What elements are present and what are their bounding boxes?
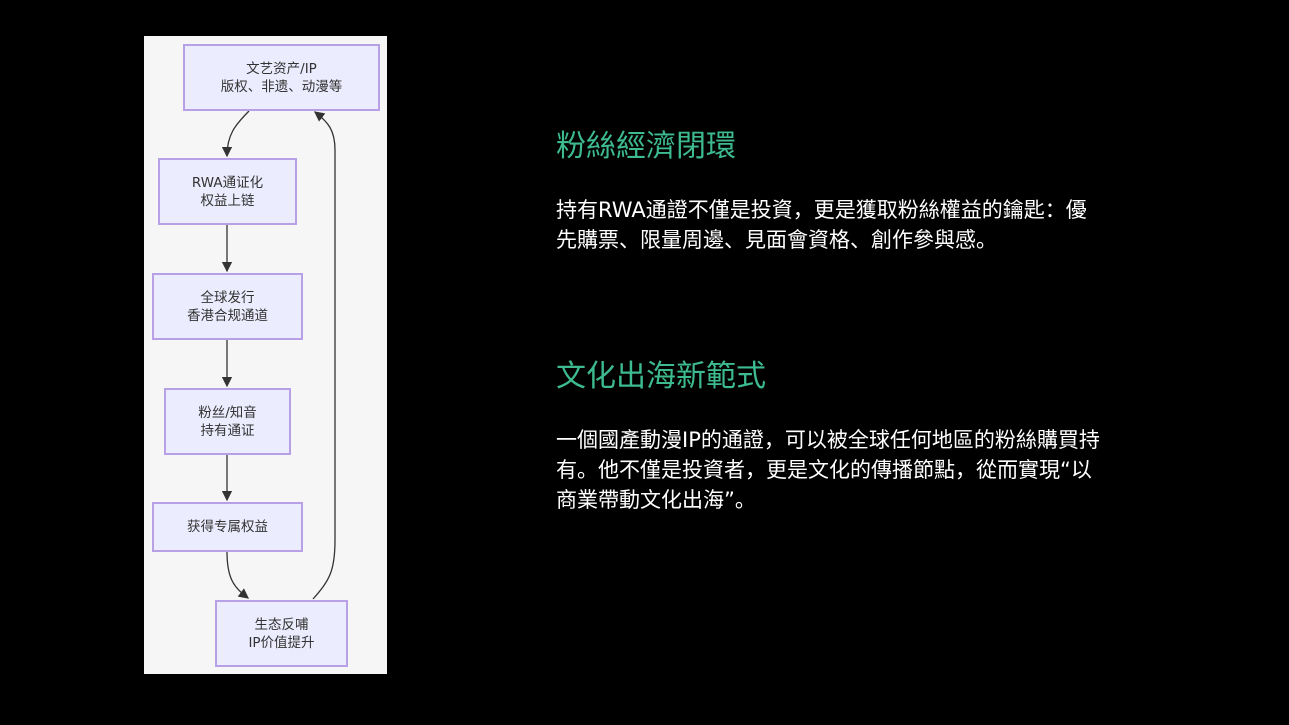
- section-body-fan-economy: 持有RWA通證不僅是投資，更是獲取粉絲權益的鑰匙：優 先購票、限量周邊、見面會資…: [556, 195, 1087, 255]
- node-line: 获得专属权益: [187, 519, 268, 535]
- node-rwa-tokenization: RWA通证化 权益上链: [158, 158, 297, 225]
- node-cultural-assets: 文艺资产/IP 版权、非遗、动漫等: [183, 44, 380, 111]
- flowchart-panel: [144, 36, 387, 674]
- node-line: 权益上链: [200, 192, 255, 209]
- node-line: 持有通证: [200, 422, 255, 439]
- body-line: 先購票、限量周邊、見面會資格、創作參與感。: [556, 228, 997, 252]
- body-line: 商業帶動文化出海”。: [556, 488, 756, 512]
- body-line: 一個國產動漫IP的通證，可以被全球任何地區的粉絲購買持: [556, 428, 1100, 452]
- node-line: 全球发行: [200, 289, 255, 306]
- body-line: 持有RWA通證不僅是投資，更是獲取粉絲權益的鑰匙：優: [556, 198, 1087, 222]
- node-line: 粉丝/知音: [198, 404, 257, 421]
- edge-benefits-to-feedback: [226, 551, 250, 599]
- node-line: 版权、非遗、动漫等: [220, 78, 343, 95]
- node-line: 香港合规通道: [187, 307, 268, 324]
- node-line: 生态反哺: [254, 616, 309, 633]
- edge-asset-to-rwa: [221, 110, 250, 158]
- section-body-cultural-export: 一個國產動漫IP的通證，可以被全球任何地區的粉絲購買持 有。他不僅是投資者，更是…: [556, 425, 1100, 515]
- node-line: RWA通证化: [191, 174, 264, 191]
- body-line: 有。他不僅是投資者，更是文化的傳播節點，從而實現“以: [556, 458, 1092, 482]
- node-line: 文艺资产/IP: [246, 60, 317, 77]
- edge-feedback-to-asset: [312, 111, 336, 600]
- node-fans-holders: 粉丝/知音 持有通证: [164, 388, 291, 455]
- node-exclusive-benefits: 获得专属权益: [152, 502, 303, 552]
- section-title-fan-economy: 粉絲經濟閉環: [556, 129, 736, 164]
- node-line: IP价值提升: [248, 634, 315, 651]
- section-title-cultural-export: 文化出海新範式: [556, 359, 766, 394]
- node-global-issuance: 全球发行 香港合规通道: [152, 273, 303, 340]
- node-ecosystem-feedback: 生态反哺 IP价值提升: [215, 600, 348, 667]
